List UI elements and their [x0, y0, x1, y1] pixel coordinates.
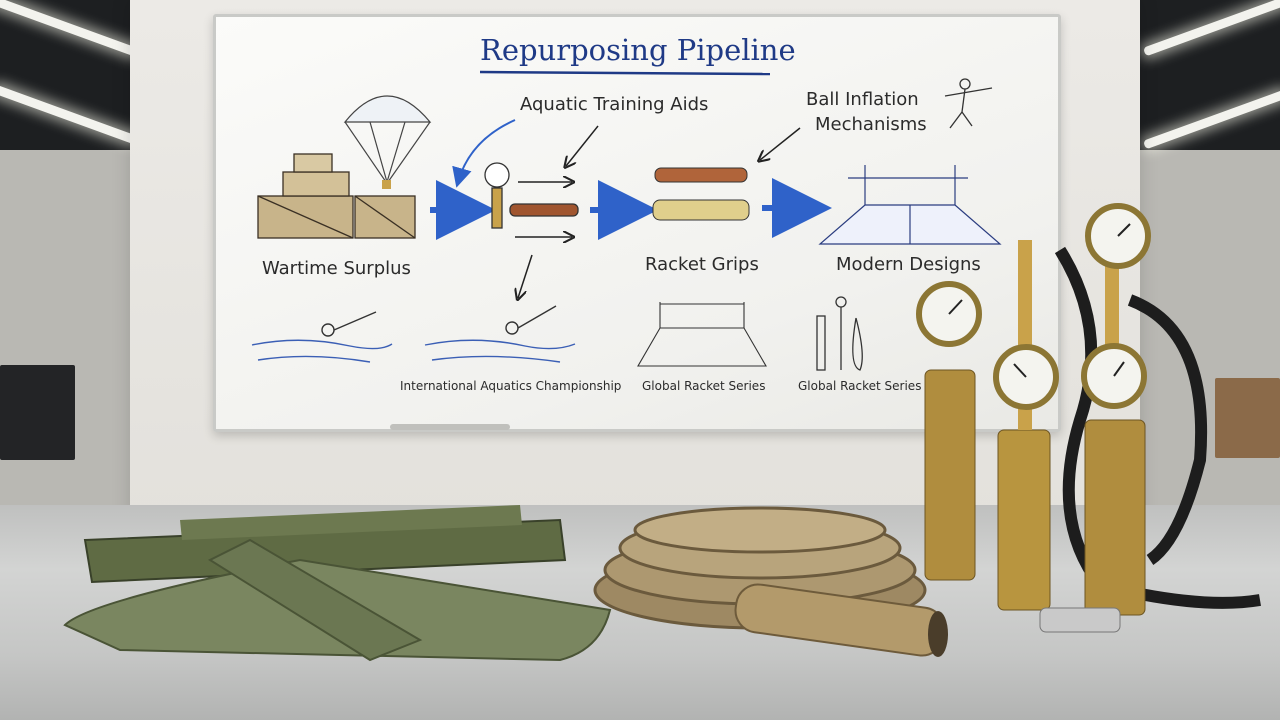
label-ball-inflation-line2: Mechanisms [815, 114, 927, 135]
racket-tools-sketch-icon [816, 296, 863, 371]
crates-icon [257, 153, 416, 239]
label-racket-grips: Racket Grips [645, 254, 759, 275]
parachute-icon [343, 95, 432, 183]
caption-racket-series-1: Global Racket Series [642, 379, 765, 393]
gauge-sketch-icon [484, 162, 579, 229]
grip-sketch-icon [652, 199, 750, 221]
arrow-inflation-icon [760, 127, 801, 160]
counter-left [0, 365, 75, 460]
label-wartime-surplus: Wartime Surplus [262, 258, 411, 279]
label-aquatic-training-aids: Aquatic Training Aids [520, 94, 708, 115]
figure-sketch-icon [944, 78, 993, 129]
arrow-pointer-icon [566, 125, 599, 166]
swimmer-sketch-icon [251, 311, 393, 363]
swimmer-sketch-icon [424, 305, 576, 363]
caption-aquatics: International Aquatics Championship [400, 379, 621, 393]
label-ball-inflation-line1: Ball Inflation [806, 89, 919, 110]
whiteboard-title: Repurposing Pipeline [480, 33, 796, 67]
arrow-down-icon [518, 254, 533, 298]
marker-tray [390, 424, 510, 430]
court-sketch-icon [637, 302, 767, 367]
label-modern-designs: Modern Designs [836, 254, 981, 275]
caption-racket-series-2: Global Racket Series [798, 379, 921, 393]
rope-handle-grip [734, 583, 948, 657]
brass-pressure-gauges [916, 203, 1261, 633]
stadium-sketch-icon [818, 165, 1002, 245]
title-underline [479, 70, 771, 76]
olive-canvas-straps [63, 505, 612, 662]
grip-sketch-icon [654, 167, 748, 183]
supply-box-icon [382, 180, 391, 189]
arrow-aquatic-label [452, 119, 516, 188]
counter-right [1215, 378, 1280, 458]
